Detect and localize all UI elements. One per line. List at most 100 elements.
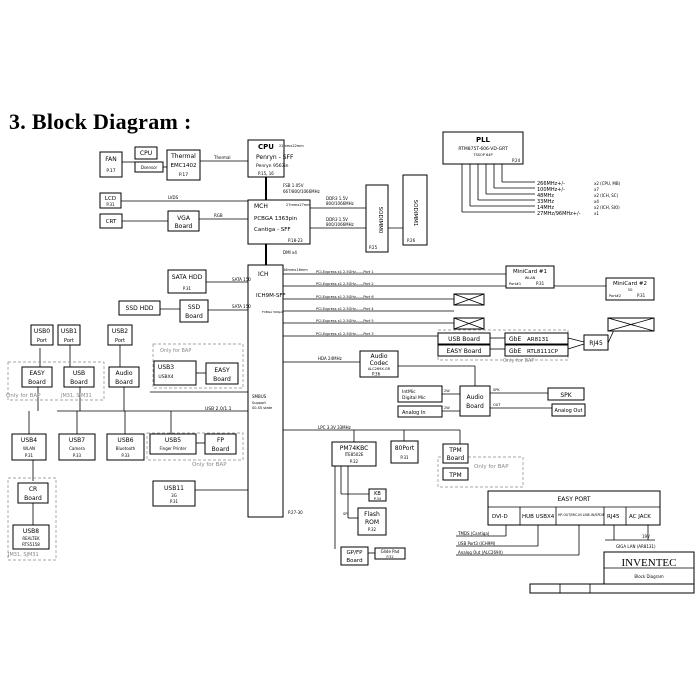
- easy-port-acjack: AC JACK: [629, 514, 651, 520]
- clock-qty-5: x1: [594, 211, 599, 216]
- fan-name: FAN: [105, 156, 117, 163]
- fp-board-name: FP: [217, 437, 224, 444]
- gbe2-chip: RTL8111CP: [527, 349, 559, 355]
- easy-port-giga: GIGA LAN (AR8131): [616, 544, 656, 549]
- analog-in-block: Analog In: [397, 405, 443, 418]
- clock-list: 266MHz+/- x2 (CPU, MB) 100MHz+/- x7 48MH…: [537, 181, 621, 217]
- hda-label: HDA 24MHz: [318, 356, 342, 361]
- page-title: 3. Block Diagram :: [9, 109, 192, 134]
- left-notes: Only for BAP JM31, SJM31: [6, 393, 92, 399]
- ssd-hdd-name: SSD HDD: [126, 305, 154, 312]
- pll-name: PLL: [476, 136, 491, 144]
- kbc-name: PM74KBC: [340, 445, 369, 452]
- minicard1-port: Port#1: [509, 282, 521, 286]
- only-bap-r: Only for BAP: [503, 358, 534, 364]
- ssd-board-block: SSD Board SATA 150: [179, 299, 251, 323]
- thermal-name: Thermal: [170, 153, 196, 160]
- ich-sub: FCBGA 569pin: [262, 310, 284, 314]
- easy-port-analog-out: Analog Out (ALC269X): [458, 550, 503, 555]
- clock-freq-4: 14MHz: [537, 205, 554, 211]
- audio-board-l-block: Audio Board: [108, 366, 140, 388]
- crt-name: CRT: [106, 219, 117, 225]
- pcie-port-2: PCI-Express x1 2.5GHz------Port 2: [316, 282, 374, 286]
- kbc-chip: ITE8502E: [345, 452, 364, 457]
- audio-board-l-name: Audio: [115, 370, 132, 377]
- gbe1-chip: AR8131: [527, 337, 549, 343]
- audio-bus-3: OUT: [493, 403, 501, 407]
- pll-chip: RTM875T-606-VD-GRT: [458, 146, 508, 152]
- usb7-block: USB7 Camera P.33: [58, 433, 96, 461]
- easy-board-l-name: EASY: [29, 370, 45, 377]
- usb11-block: USB11 3G P.31: [152, 480, 196, 507]
- ich-chip: ICH9M-SFF: [256, 293, 286, 299]
- sodimm0-page: P.25: [369, 245, 378, 250]
- only-bap-m: Only for BAP: [160, 348, 191, 354]
- sata-hdd-block: SATA HDD P.31 SATA 150: [167, 269, 251, 294]
- only-bap-tpm: Only for BAP: [474, 464, 509, 470]
- kb-block: KB P.34: [368, 488, 387, 502]
- pll-block: PLL RTM875T-606-VD-GRT TSSOP 64P P.24: [442, 131, 524, 165]
- sata150-a: SATA 150: [232, 277, 251, 282]
- minicard2-name: MiniCard #2: [613, 281, 647, 287]
- ddr-a-rate: 800/1066MHz: [326, 201, 354, 206]
- mch-sub: Cantiga - SFF: [254, 227, 291, 233]
- usb1-name: USB1: [61, 328, 77, 335]
- usb6-sub: Bluetooth: [116, 446, 136, 451]
- usb1-block: USB1 Port: [57, 324, 81, 346]
- glide-name: Glide Pad: [381, 549, 400, 554]
- tpm-blocks: TPM Board TPM Only for BAP: [442, 443, 509, 481]
- ssd-name: SSD: [188, 304, 201, 311]
- ssd-sub: Board: [185, 313, 203, 320]
- usb0-name: USB0: [34, 328, 50, 335]
- rj45-block: RJ45: [583, 334, 609, 351]
- usb1-sub: Port: [64, 338, 74, 344]
- cpu-pkg: 22mmx22mm: [279, 144, 304, 148]
- gbe1-name: GbE: [509, 336, 521, 343]
- cr-sub: Board: [24, 495, 42, 502]
- usb-board-r-block: USB Board EASY Board: [437, 332, 491, 357]
- kb-page: P.34: [374, 497, 382, 501]
- gpfp-block: GP/FP Board Glide Pad P.32: [340, 546, 406, 566]
- usb4-page: P.31: [25, 453, 34, 458]
- crt-block: CRT RGB: [99, 213, 223, 229]
- easy-port-block: EASY PORT DVI-D HUB USBX4 HP-OUT/MIC-IN …: [457, 490, 661, 555]
- clock-qty-1: x7: [594, 187, 599, 192]
- only-bap-fp: Only for BAP: [192, 462, 227, 468]
- cr-board-block: CR Board: [17, 482, 49, 504]
- spk-block: SPK Analog Out: [547, 387, 586, 417]
- rgb-label: RGB: [214, 213, 223, 218]
- mch-block: MCH 27mmx27mm PCBGA 1363pin Cantiga - SF…: [247, 199, 311, 255]
- clock-qty-2: x2 (ICH, SC): [594, 193, 619, 198]
- usb-board-l-block: USB Board: [63, 366, 95, 388]
- clock-qty-4: x2 (ICH, SIO): [594, 205, 620, 210]
- usb8-block: USB8 REALTEK RTS5158 JM31, SJM31: [7, 524, 50, 558]
- pcie-port-3: PCI-Express x1 2.5GHz------Port 3: [316, 332, 374, 336]
- usb8-name: USB8: [23, 528, 39, 535]
- flash-block: Flash ROM P.32 SPI: [343, 507, 387, 536]
- pll-pkg: TSSOP 64P: [472, 153, 492, 157]
- usb-board-l-sub: Board: [70, 379, 88, 386]
- codec-block: HDA 24MHz Audio Codec ALC269X-GR P.36: [318, 350, 399, 378]
- spk-name: SPK: [560, 392, 572, 399]
- vga-sub: Board: [175, 223, 193, 230]
- usb-board-l-name: USB: [73, 370, 85, 377]
- ddr-b-label: DDR3 1.5V: [326, 217, 348, 222]
- lcd-block: LCD P.31 LVDS: [99, 192, 179, 209]
- fan-block: FAN P.17: [99, 151, 123, 178]
- tpm-name: TPM: [448, 472, 461, 479]
- minicard2-block: MiniCard #2 3G Port#2 P.31: [605, 277, 655, 301]
- cpu-small-block: CPU Dsensor: [134, 146, 164, 173]
- intmic-name: IntMic: [402, 389, 416, 395]
- dmi-label: DMI x4: [283, 250, 297, 255]
- cpu-page: P.15, 16: [258, 171, 274, 176]
- kbc-block: PM74KBC ITE8502E P.32: [331, 441, 377, 467]
- usb6-page: P.33: [121, 453, 130, 458]
- pcie-port-4: PCI-Express x1 2.5GHz------Port 4: [316, 307, 374, 311]
- clock-freq-0: 266MHz+/-: [537, 181, 565, 187]
- lcd-name: LCD: [105, 196, 116, 202]
- sodimm1-page: P.26: [407, 238, 416, 243]
- jm31-b-label: JM31, SJM31: [7, 552, 39, 558]
- analog-out-name: Analog Out: [555, 408, 583, 414]
- port80-block: 80Port P.31: [390, 440, 419, 464]
